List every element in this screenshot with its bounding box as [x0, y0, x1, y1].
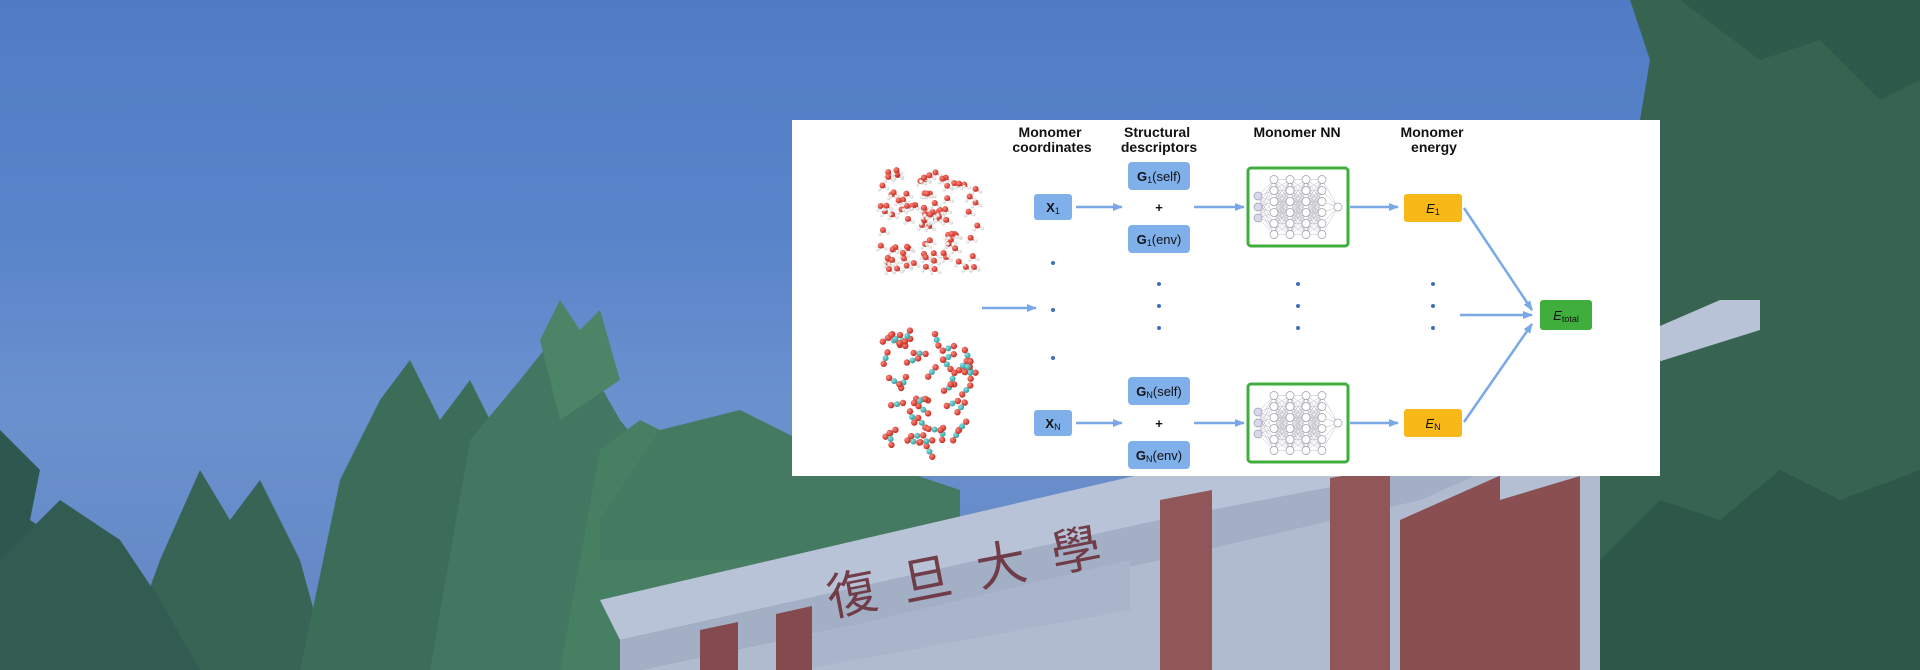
header-structural-descriptors: Structural descriptors: [1121, 124, 1197, 155]
desc-self-label-n: GN(self): [1136, 384, 1182, 400]
header-monomer-nn: Monomer NN: [1253, 124, 1340, 140]
ellipsis-coords: [1051, 261, 1055, 360]
header-monomer-coordinates: Monomer coordinates: [1012, 124, 1092, 155]
plus-sign-1: +: [1155, 200, 1163, 215]
coord-box-n: [1034, 410, 1072, 436]
desc-env-box-n: [1128, 441, 1190, 469]
coord-label-n: XN: [1045, 416, 1060, 432]
energy-box-n: [1404, 409, 1462, 437]
desc-env-label-n: GN(env): [1136, 448, 1182, 464]
header-monomer-energy: Monomer energy: [1401, 124, 1468, 155]
desc-self-label-1: G1(self): [1137, 169, 1181, 185]
desc-env-label-1: G1(env): [1137, 232, 1182, 248]
ellipsis-energy: [1431, 282, 1435, 330]
energy-box-1: [1404, 194, 1462, 222]
desc-self-box-n: [1128, 377, 1190, 405]
coord-box-1: [1034, 194, 1072, 220]
diagram-svg: Monomer coordinates Structural descripto…: [875, 124, 1592, 469]
energy-label-1: E1: [1426, 201, 1440, 217]
neural-network-n: [1246, 382, 1350, 464]
ellipsis-nn: [1296, 282, 1300, 330]
total-energy-label: Etotal: [1553, 308, 1579, 324]
plus-sign-n: +: [1155, 416, 1163, 431]
co2-cluster-image: [879, 327, 979, 460]
diagram-panel: Monomer coordinates Structural descripto…: [792, 120, 1660, 476]
coord-label-1: X1: [1046, 200, 1060, 216]
water-cluster-image: [875, 167, 985, 275]
ellipsis-descriptors: [1157, 282, 1161, 330]
desc-self-box-1: [1128, 162, 1190, 190]
total-energy-box: [1540, 300, 1592, 330]
arrow-e1-total: [1462, 207, 1534, 311]
energy-label-n: EN: [1425, 416, 1440, 432]
arrow-en-total: [1462, 323, 1534, 423]
neural-network-1: [1246, 166, 1350, 248]
desc-env-box-1: [1128, 225, 1190, 253]
